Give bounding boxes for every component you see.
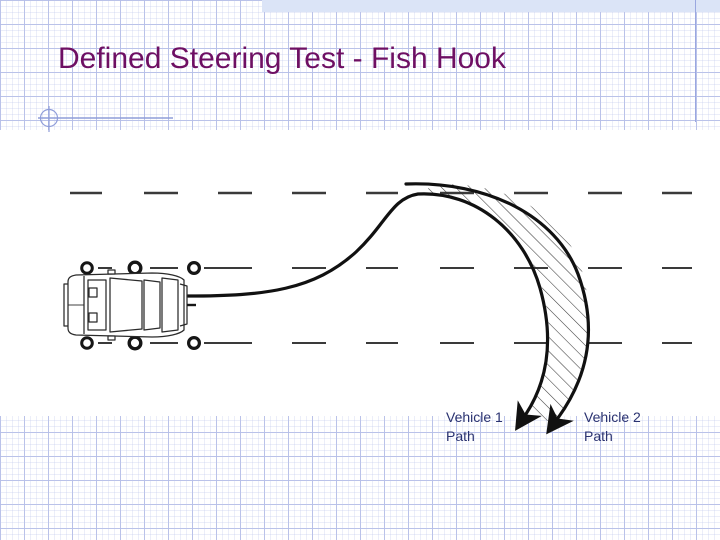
cone-marker <box>187 260 202 275</box>
crosshair-decoration-icon <box>38 106 173 132</box>
page-title: Defined Steering Test - Fish Hook <box>58 42 506 75</box>
cone-marker <box>127 335 143 351</box>
right-vertical-rule <box>695 0 696 122</box>
cone-marker <box>80 261 94 275</box>
cone-markers-top <box>80 260 202 276</box>
vehicle-2-path <box>404 182 590 435</box>
vehicle-top-view-icon <box>63 269 196 341</box>
swept-area-hatched <box>416 183 589 422</box>
header-accent-band <box>262 0 720 12</box>
cone-marker <box>187 336 202 351</box>
cone-marker <box>80 336 94 350</box>
drawing-area-backdrop-left <box>0 130 60 416</box>
vehicle-1-path <box>186 192 550 431</box>
cone-marker <box>127 260 143 276</box>
cone-markers-bottom <box>80 335 202 351</box>
vehicle-2-path-label: Vehicle 2 Path <box>584 409 641 444</box>
fish-hook-test-diagram <box>63 182 692 435</box>
drawing-area-backdrop <box>56 130 720 416</box>
vehicle-1-path-label: Vehicle 1 Path <box>446 409 503 444</box>
